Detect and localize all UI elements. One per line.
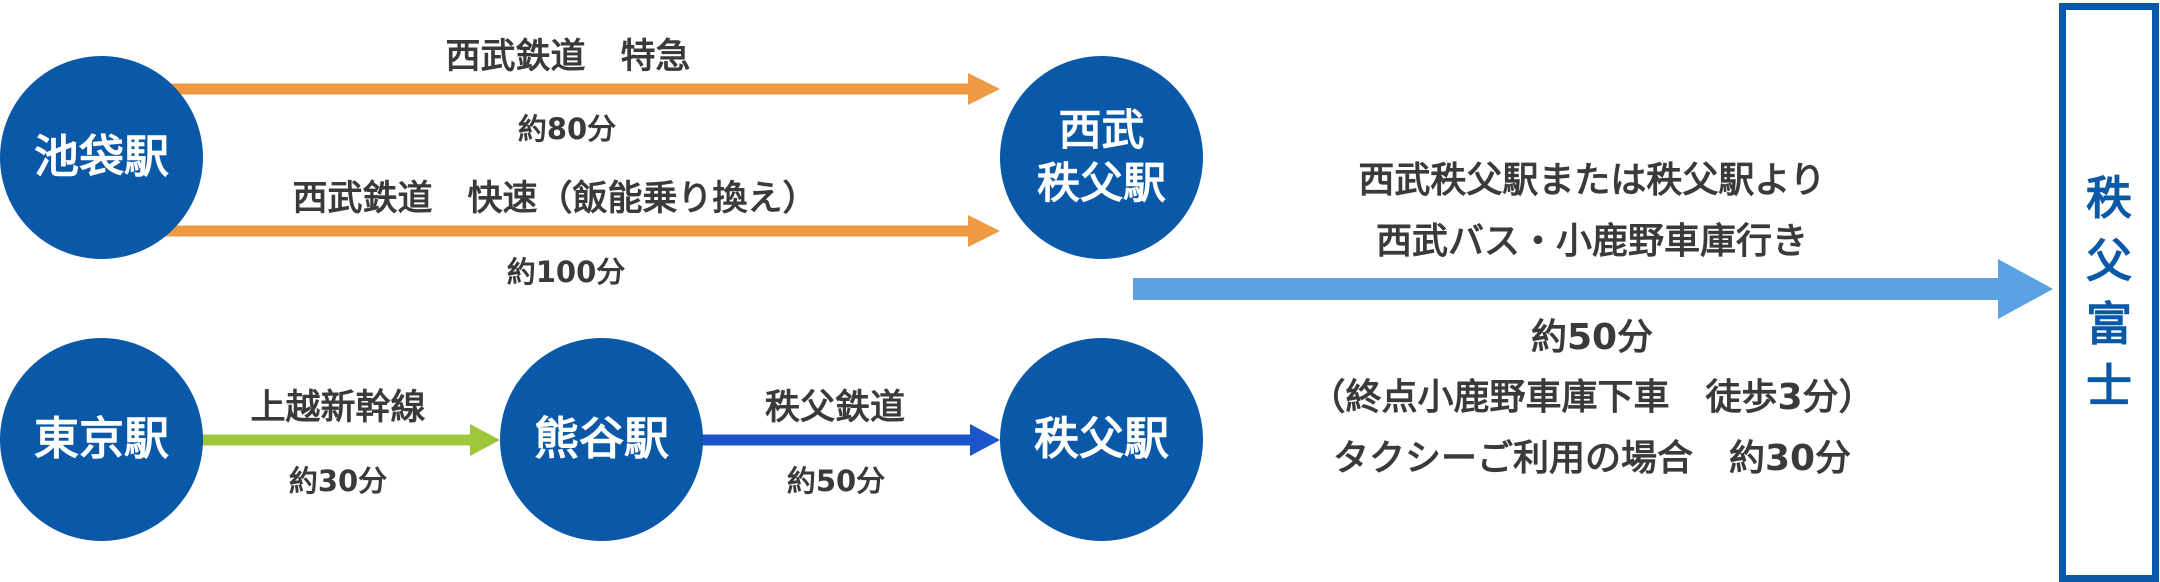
station-kumagaya-label: 熊谷駅 [533, 412, 669, 466]
shinkansen-line-label: 上越新幹線 [250, 388, 426, 428]
shinkansen-arrow [200, 424, 500, 456]
shinkansen-time-label: 約30分 [288, 464, 388, 498]
bus-note-label: （終点小鹿野車庫下車 徒歩3分） [1309, 377, 1875, 418]
station-tokyo-label: 東京駅 [33, 412, 169, 466]
destination-char-3: 富 [2086, 296, 2132, 351]
chichibu-railway-time-label: 約50分 [786, 464, 886, 498]
seibu-express-line-label: 西武鉄道 特急 [445, 37, 691, 77]
station-kumagaya: 熊谷駅 [500, 338, 703, 541]
station-seibu-chichibu: 西武 秩父駅 [1000, 56, 1203, 259]
bus-time-label: 約50分 [1530, 317, 1654, 358]
destination-char-2: 父 [2086, 233, 2132, 288]
station-ikebukuro-label: 池袋駅 [33, 130, 169, 184]
chichibu-railway-line-label: 秩父鉄道 [764, 388, 906, 428]
station-chichibu: 秩父駅 [1000, 338, 1203, 541]
taxi-label: タクシーご利用の場合 約30分 [1332, 438, 1852, 479]
seibu-express-arrow [160, 73, 1000, 105]
station-seibu-chichibu-label-2: 秩父駅 [1037, 158, 1166, 209]
station-seibu-chichibu-label-1: 西武 [1058, 106, 1145, 157]
bus-arrow [1133, 259, 2053, 319]
station-tokyo: 東京駅 [0, 338, 203, 541]
seibu-rapid-line-label: 西武鉄道 快速（飯能乗り換え） [292, 179, 818, 219]
bus-origin-label: 西武秩父駅または秩父駅より [1358, 160, 1826, 201]
seibu-rapid-arrow [160, 215, 1000, 247]
destination-char-4: 士 [2086, 359, 2132, 414]
seibu-express-time-label: 約80分 [517, 112, 617, 146]
destination-char-1: 秩 [2086, 171, 2132, 226]
seibu-rapid-time-label: 約100分 [506, 255, 626, 289]
station-ikebukuro: 池袋駅 [0, 56, 203, 259]
destination-box: 秩 父 富 士 [2059, 3, 2159, 582]
bus-line-label: 西武バス・小鹿野車庫行き [1375, 221, 1809, 262]
station-chichibu-label: 秩父駅 [1033, 412, 1169, 466]
chichibu-railway-arrow [700, 424, 1000, 456]
